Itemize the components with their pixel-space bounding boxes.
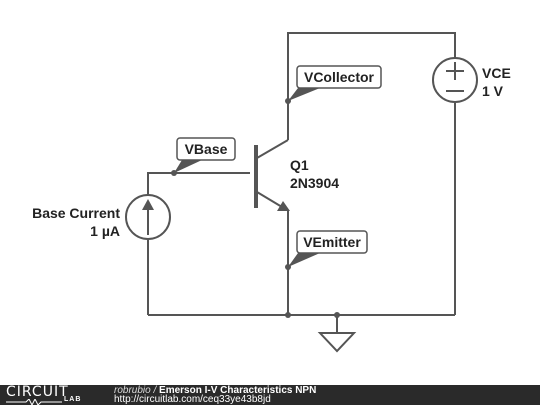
probe-box [176,137,236,161]
probe-pointer [174,160,202,173]
circuit-title-line: robrubio / Emerson I-V Characteristics N… [114,385,317,396]
transistor-part: 2N3904 [290,175,339,191]
circuit-title[interactable]: Emerson I-V Characteristics NPN [159,385,317,396]
circuit-url[interactable]: http://circuitlab.com/ceq33ye43b8jd [114,394,271,405]
circuitlab-logo[interactable]: CIRCUIT LAB [6,385,106,405]
junction-dot [334,312,340,318]
wire-collector-to-supply [287,32,456,140]
up-arrow-icon [142,199,154,210]
current-source[interactable] [125,194,171,240]
author-name[interactable]: robrubio [114,385,151,396]
probe-base[interactable]: VBase [174,137,236,173]
transistor-emitter-lead [256,191,283,208]
current-source-name: Base Current [32,205,120,221]
probe-box [296,230,368,254]
ground-icon [317,332,357,353]
junction-dot [285,312,291,318]
circuit-schematic: Q1 2N3904 VCE 1 V Base Current 1 µA VCol… [32,32,511,353]
wire-base-source [147,172,250,195]
probe-emitter[interactable]: VEmitter [288,230,368,267]
probe-collector[interactable]: VCollector [288,65,382,101]
wires [147,32,456,333]
probe-base-label: VBase [185,141,228,157]
probe-box [296,65,382,89]
circuit-meta: robrubio / Emerson I-V Characteristics N… [114,385,317,405]
footer-bar: CIRCUIT LAB robrubio / Emerson I-V Chara… [0,385,540,405]
supply-value: 1 V [482,83,504,99]
logo-waveform-icon [6,399,62,405]
probe-pointer [288,253,320,267]
probe-pointer [288,88,320,101]
transistor-collector-lead [256,139,289,159]
probe-collector-label: VCollector [304,69,375,85]
transistor-q1[interactable] [254,139,290,211]
voltage-source-vce[interactable] [432,57,478,103]
logo-text-circuit: CIRCUIT [6,384,69,400]
probe-emitter-label: VEmitter [303,234,361,250]
title-separator: / [150,385,160,396]
logo-text-lab: LAB [64,396,82,403]
transistor-name: Q1 [290,157,309,173]
emitter-arrow-icon [277,201,290,211]
supply-name: VCE [482,65,511,81]
current-source-value: 1 µA [90,223,120,239]
